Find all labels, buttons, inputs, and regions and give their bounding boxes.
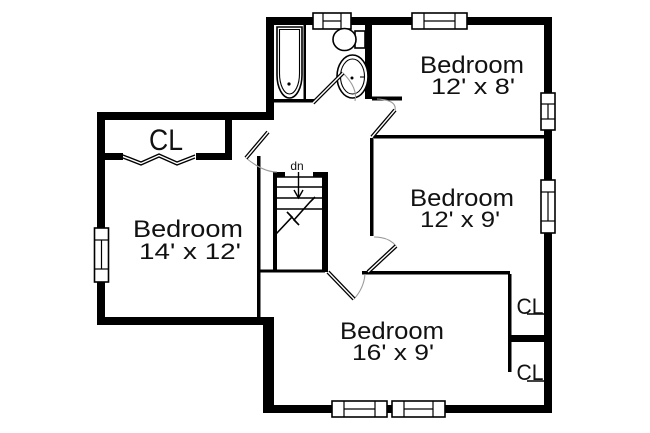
wall-bathroom-south: [274, 99, 314, 103]
door-bedroom-14x12: [244, 130, 278, 173]
wall-top: [266, 17, 552, 25]
room-label-bedroom-14x12: Bedroom: [133, 216, 243, 243]
wall-hall-west: [266, 17, 274, 120]
door-swing-arc: [245, 157, 278, 173]
toilet-icon: [332, 27, 366, 52]
door-bedroom-16x9: [326, 270, 366, 301]
stair-stub-right: [313, 172, 328, 177]
wall-closet-bottom-right: [196, 153, 232, 160]
window-top-1: [312, 12, 352, 30]
wall-left-section-top: [97, 112, 274, 120]
tub-drain: [287, 82, 291, 86]
closet-label-top-left: CL: [149, 124, 183, 157]
stair-stub-left: [273, 172, 285, 177]
wall-closet-bottom-left: [105, 153, 123, 160]
interior-walls: [105, 25, 544, 382]
room-dims-bedroom-16x9: 16' x 9': [352, 340, 434, 365]
stairs-down-label: dn: [290, 159, 303, 173]
door-swing-arc: [373, 236, 397, 247]
wall-bedroom12x9-west: [370, 138, 374, 236]
wall-closet-divider-right: [508, 335, 544, 342]
stair-direction-arrow: [293, 189, 304, 200]
labels: Bedroom 12' x 8' Bedroom 12' x 9' Bedroo…: [133, 52, 544, 385]
wall-bedroom16x9-top: [362, 271, 510, 275]
wall-bathroom-east: [365, 25, 372, 99]
stair-wall-west: [273, 172, 277, 272]
wall-left-room-bottom: [97, 317, 274, 325]
window-right-1: [540, 92, 556, 131]
closet-label-right-upper: CL: [517, 294, 544, 319]
window-right-2: [540, 179, 556, 234]
room-dims-bedroom-12x9: 12' x 9': [420, 207, 500, 232]
doors: [122, 71, 398, 301]
door-closet-bifold: [122, 153, 196, 166]
sink-drain: [350, 76, 354, 80]
door-bedroom-12x9: [366, 236, 398, 274]
stair-break-line: [275, 196, 316, 235]
wall-closet-right-west-upper: [508, 274, 512, 337]
wall-bathroom-divider: [303, 25, 306, 101]
window-top-2: [411, 12, 468, 30]
wall-hall-south: [257, 269, 325, 273]
wall-bedroom12x8-bottom: [374, 135, 544, 139]
wall-left: [97, 112, 105, 325]
wall-bottom-left-vertical: [263, 317, 274, 413]
bathroom: [276, 26, 369, 99]
window-bottom-2: [391, 400, 446, 418]
door-bedroom-12x8: [370, 98, 397, 139]
room-label-bedroom-12x8: Bedroom: [420, 52, 524, 79]
window-bottom-1: [331, 400, 388, 418]
room-dims-bedroom-12x8: 12' x 8': [431, 74, 515, 99]
door-swing-arc: [353, 273, 366, 300]
wall-stub-bedroom12x8: [372, 96, 402, 101]
wall-closet-east: [225, 120, 232, 160]
wall-bedroom14x12-east: [257, 156, 261, 318]
room-dims-bedroom-14x12: 14' x 12': [139, 239, 241, 264]
windows: [93, 12, 556, 418]
room-label-bedroom-16x9: Bedroom: [340, 318, 444, 345]
stair-wall-east: [322, 172, 328, 272]
door-swing-arc: [342, 72, 357, 102]
wall-closet-right-west-lower: [508, 342, 512, 372]
sink-icon: [336, 54, 369, 99]
window-left: [93, 227, 110, 283]
stairs: [273, 172, 328, 272]
room-label-bedroom-12x9: Bedroom: [410, 185, 514, 212]
door-bathroom: [311, 71, 357, 105]
closet-label-right-lower: CL: [517, 360, 544, 385]
door-swing-arc: [376, 98, 396, 111]
bathtub-icon: [276, 26, 303, 99]
